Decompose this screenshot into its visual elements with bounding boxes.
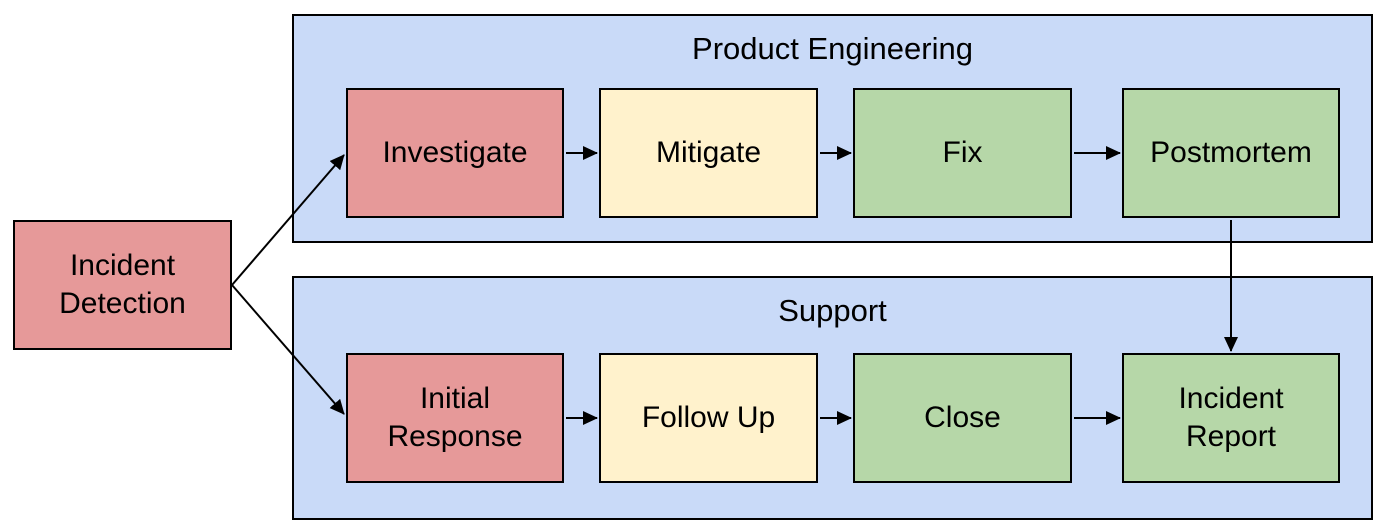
- node-incident-report: Incident Report: [1122, 353, 1340, 483]
- edge-detection-initial-response: [231, 284, 345, 415]
- lane-title-product-engineering: Product Engineering: [692, 31, 973, 66]
- node-initial-response: Initial Response: [346, 353, 564, 483]
- node-fix: Fix: [853, 88, 1072, 218]
- node-postmortem: Postmortem: [1122, 88, 1340, 218]
- edge-detection-investigate: [231, 154, 345, 286]
- node-investigate: Investigate: [346, 88, 564, 218]
- node-close: Close: [853, 353, 1072, 483]
- node-follow-up: Follow Up: [599, 353, 818, 483]
- lane-title-support: Support: [778, 293, 887, 328]
- node-mitigate: Mitigate: [599, 88, 818, 218]
- node-incident-detection: Incident Detection: [13, 220, 232, 350]
